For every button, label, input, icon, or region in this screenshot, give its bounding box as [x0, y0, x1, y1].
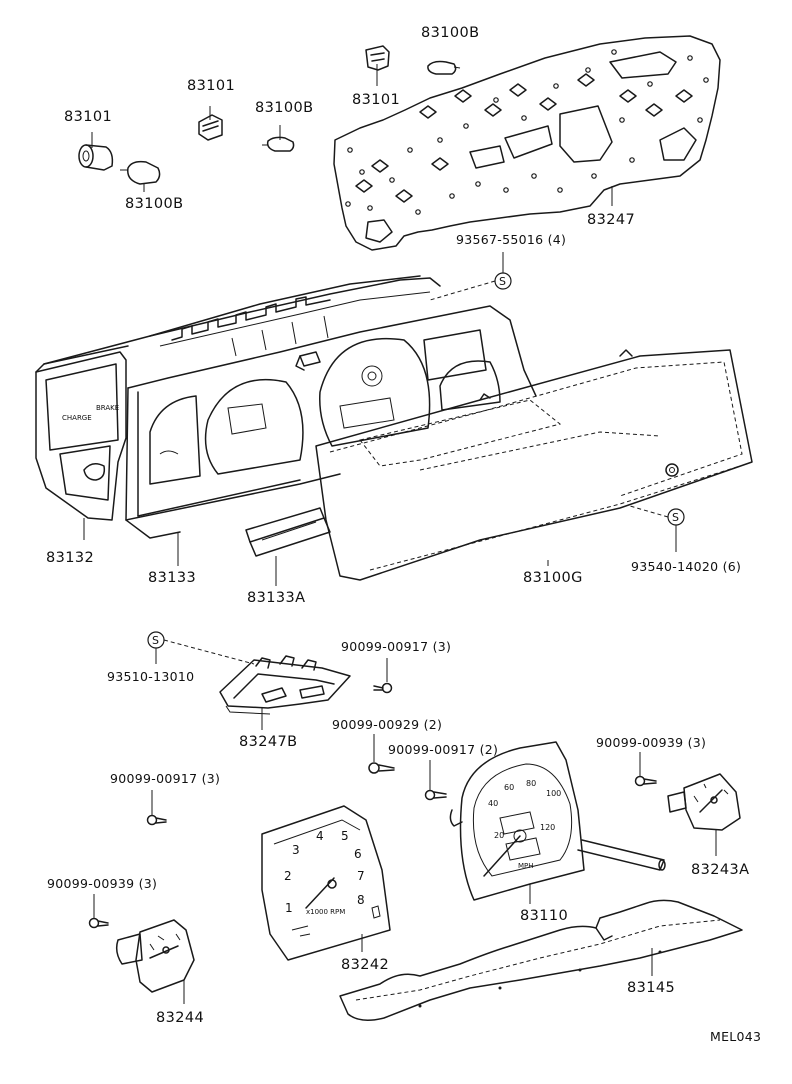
- label-90099-00917-b: 90099-00917 (2): [388, 742, 498, 757]
- symbol-letter: S: [152, 634, 159, 647]
- screw-90099-00917-c: [146, 814, 167, 826]
- bulb-socket-83101-mid: [198, 114, 223, 141]
- label-83100B-left: 83100B: [125, 196, 183, 212]
- label-90099-00929: 90099-00929 (2): [332, 717, 442, 732]
- meter-glass-83100G: [315, 349, 753, 581]
- screw-90099-00939-a: [634, 775, 657, 787]
- tach-number: 6: [354, 847, 362, 861]
- label-83244: 83244: [156, 1010, 204, 1026]
- bulb-83100B-left: [120, 160, 161, 185]
- tach-number: 2: [284, 869, 292, 883]
- speed-scale-numbers: 20 40 60 80 100 120: [488, 779, 561, 840]
- label-90099-00917-c: 90099-00917 (3): [110, 771, 220, 786]
- brake-label: BRAKE: [96, 404, 119, 412]
- screw-90099-00917-a: [373, 682, 393, 694]
- speed-number: 40: [488, 799, 498, 808]
- screw-90099-00929: [368, 762, 395, 774]
- label-83145: 83145: [627, 980, 675, 996]
- screw-90099-00939-b: [88, 917, 109, 929]
- label-90099-00939-a: 90099-00939 (3): [596, 735, 706, 750]
- label-93567-55016: 93567-55016 (4): [456, 232, 566, 247]
- symbol-s-93567: S: [494, 272, 512, 290]
- speed-unit-label: MPH: [518, 862, 534, 870]
- printed-circuit-83247: [333, 35, 721, 251]
- lower-panel-83145: [339, 899, 743, 1021]
- label-83110: 83110: [520, 908, 568, 924]
- label-83100B-top: 83100B: [421, 25, 479, 41]
- label-83101-top: 83101: [352, 92, 400, 108]
- speed-number: 120: [540, 823, 555, 832]
- tach-unit-label: x1000 RPM: [306, 908, 345, 916]
- label-90099-00917-a: 90099-00917 (3): [341, 639, 451, 654]
- screw-90099-00917-b: [424, 789, 447, 801]
- speed-number: 20: [494, 831, 504, 840]
- label-83247: 83247: [587, 212, 635, 228]
- symbol-letter: S: [672, 511, 679, 524]
- meter-housing-83133: [43, 275, 537, 539]
- gauge-83243A: [667, 773, 741, 831]
- label-83100B-mid: 83100B: [255, 100, 313, 116]
- speedometer-83110: 20 40 60 80 100 120 MPH: [449, 741, 666, 901]
- tach-number: 1: [285, 901, 293, 915]
- gauge-83244: [115, 919, 195, 993]
- label-93540-14020: 93540-14020 (6): [631, 559, 741, 574]
- bulb-socket-83101-top: [365, 45, 390, 71]
- symbol-s-93540: S: [667, 508, 685, 526]
- label-83247B: 83247B: [239, 734, 297, 750]
- tach-number: 8: [357, 893, 365, 907]
- bulb-83100B-top: [427, 60, 461, 75]
- label-83133: 83133: [148, 570, 196, 586]
- tach-number: 5: [341, 829, 349, 843]
- symbol-s-93510: S: [147, 631, 165, 649]
- tachometer-83242: 1 2 3 4 5 6 7 8 x1000 RPM: [261, 805, 391, 961]
- bulb-socket-83101-left: [78, 144, 114, 171]
- label-83243A: 83243A: [691, 862, 749, 878]
- label-83242: 83242: [341, 957, 389, 973]
- label-93510-13010: 93510-13010: [107, 669, 194, 684]
- tach-number: 4: [316, 829, 324, 843]
- speed-number: 100: [546, 789, 561, 798]
- connector-plate-83247B: [219, 655, 351, 715]
- label-83101-mid: 83101: [187, 78, 235, 94]
- meter-case-83132: CHARGE BRAKE: [35, 345, 129, 521]
- speed-number: 80: [526, 779, 536, 788]
- diagram-code: MEL043: [710, 1029, 761, 1044]
- bulb-83100B-mid: [262, 136, 295, 152]
- rail-83133A: [245, 507, 331, 557]
- label-83132: 83132: [46, 550, 94, 566]
- charge-label: CHARGE: [62, 414, 92, 422]
- tach-number: 3: [292, 843, 300, 857]
- tach-scale-numbers: 1 2 3 4 5 6 7 8: [284, 829, 365, 915]
- label-90099-00939-b: 90099-00939 (3): [47, 876, 157, 891]
- leader-lines: [83, 64, 717, 1004]
- tach-number: 7: [357, 869, 365, 883]
- label-83101-left: 83101: [64, 109, 112, 125]
- symbol-letter: S: [499, 275, 506, 288]
- part-labels: 83100B 83101 83101 83100B 83101 83100B 8…: [46, 25, 761, 1044]
- label-83100G: 83100G: [523, 570, 583, 586]
- speed-number: 60: [504, 783, 514, 792]
- label-83133A: 83133A: [247, 590, 305, 606]
- circuit-holes: [345, 49, 709, 215]
